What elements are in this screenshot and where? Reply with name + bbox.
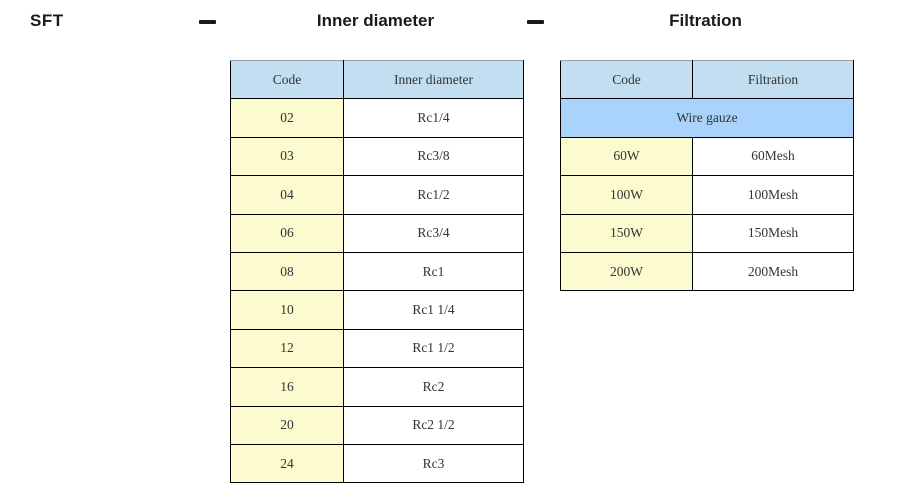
inner-diameter-cell: Rc1/2 [343, 175, 524, 215]
code-cell: 10 [230, 290, 344, 330]
inner-diameter-column-header: Inner diameter [343, 59, 524, 100]
filtration-row: 60W 60Mesh [560, 136, 854, 177]
code-cell: 16 [230, 367, 344, 407]
inner-diameter-cell: Rc1 1/2 [343, 328, 524, 369]
inner-diameter-row: 20 Rc2 1/2 [230, 405, 524, 445]
filtration-cell: 60Mesh [692, 136, 854, 177]
inner-diameter-row: 08 Rc1 [230, 251, 524, 292]
inner-diameter-row: 10 Rc1 1/4 [230, 290, 524, 330]
code-cell: 200W [560, 251, 693, 292]
wire-gauze-group-row: Wire gauze [560, 98, 854, 138]
inner-diameter-cell: Rc1/4 [343, 98, 524, 138]
filtration-row: 100W 100Mesh [560, 175, 854, 215]
inner-diameter-table: Code Inner diameter 02 Rc1/4 03 Rc3/8 04… [230, 59, 524, 484]
filtration-row: 200W 200Mesh [560, 251, 854, 292]
model-code-label: SFT [30, 11, 64, 30]
filtration-cell: 100Mesh [692, 175, 854, 215]
filtration-column-header: Filtration [692, 59, 854, 100]
filtration-cell: 150Mesh [692, 213, 854, 253]
code-column-header: Code [560, 59, 693, 100]
code-cell: 20 [230, 405, 344, 445]
inner-diameter-row: 04 Rc1/2 [230, 175, 524, 215]
inner-diameter-cell: Rc1 1/4 [343, 290, 524, 330]
inner-diameter-cell: Rc2 [343, 367, 524, 407]
filtration-header-row: Code Filtration [560, 59, 854, 100]
filtration-section-title: Filtration [669, 11, 742, 30]
code-cell: 24 [230, 443, 344, 484]
wire-gauze-label: Wire gauze [560, 98, 854, 138]
filtration-cell: 200Mesh [692, 251, 854, 292]
inner-diameter-section-title: Inner diameter [316, 11, 435, 30]
code-cell: 03 [230, 136, 344, 177]
code-cell: 12 [230, 328, 344, 369]
code-cell: 150W [560, 213, 693, 253]
code-column-header: Code [230, 59, 344, 100]
separator-dash-2 [527, 20, 544, 24]
inner-diameter-row: 12 Rc1 1/2 [230, 328, 524, 369]
inner-diameter-cell: Rc3/4 [343, 213, 524, 253]
separator-dash-1 [199, 20, 216, 24]
code-cell: 100W [560, 175, 693, 215]
filtration-table: Code Filtration Wire gauze 60W 60Mesh 10… [560, 59, 854, 292]
inner-diameter-cell: Rc3 [343, 443, 524, 484]
inner-diameter-row: 06 Rc3/4 [230, 213, 524, 253]
inner-diameter-cell: Rc1 [343, 251, 524, 292]
code-cell: 04 [230, 175, 344, 215]
code-cell: 60W [560, 136, 693, 177]
inner-diameter-row: 24 Rc3 [230, 443, 524, 484]
code-cell: 02 [230, 98, 344, 138]
code-cell: 06 [230, 213, 344, 253]
inner-diameter-row: 16 Rc2 [230, 367, 524, 407]
inner-diameter-header-row: Code Inner diameter [230, 59, 524, 100]
inner-diameter-row: 03 Rc3/8 [230, 136, 524, 177]
inner-diameter-cell: Rc2 1/2 [343, 405, 524, 445]
code-cell: 08 [230, 251, 344, 292]
filtration-row: 150W 150Mesh [560, 213, 854, 253]
inner-diameter-cell: Rc3/8 [343, 136, 524, 177]
inner-diameter-row: 02 Rc1/4 [230, 98, 524, 138]
